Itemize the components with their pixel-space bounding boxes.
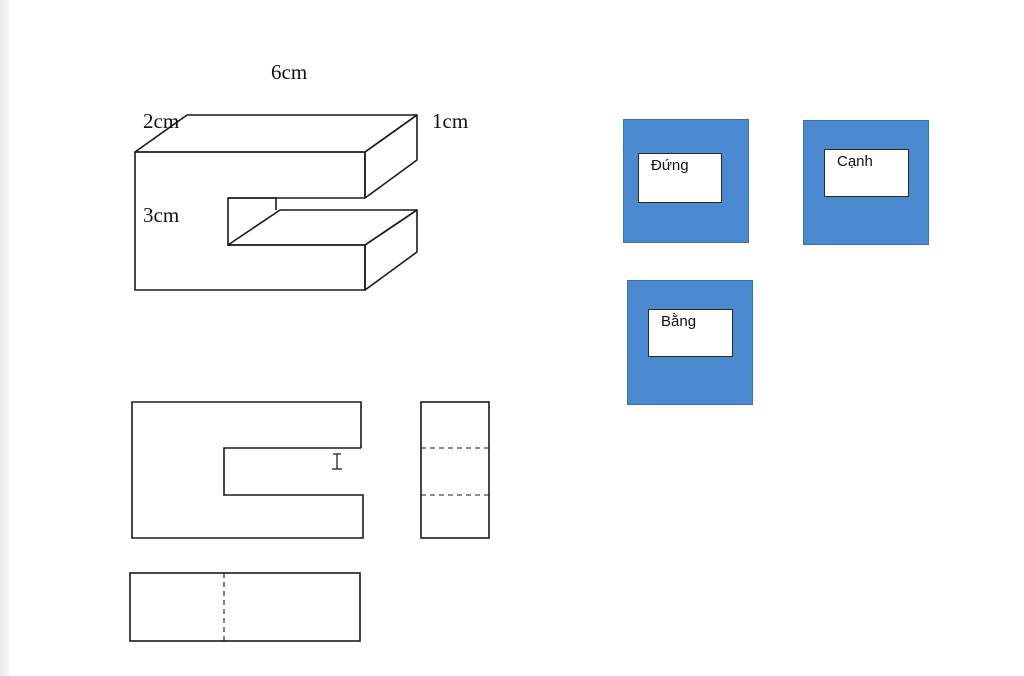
page-edge xyxy=(0,0,10,676)
side-view xyxy=(420,401,490,539)
dim-depth-left-label: 2cm xyxy=(143,109,179,133)
top-view-label[interactable]: Bằng xyxy=(648,309,733,357)
dim-depth-right-label: 1cm xyxy=(432,109,468,133)
dim-height-label: 3cm xyxy=(143,203,179,227)
dim-length-label: 6cm xyxy=(271,60,307,84)
shape-right-face-lower xyxy=(364,209,418,291)
text-cursor-icon xyxy=(332,453,342,470)
isometric-shape xyxy=(134,114,418,291)
top-view-answer-box: Bằng xyxy=(627,280,753,405)
front-view xyxy=(131,401,364,539)
top-view-outline xyxy=(129,572,361,642)
front-view-outline xyxy=(131,401,364,539)
front-view-answer-box: Đứng xyxy=(623,119,749,243)
front-view-label[interactable]: Đứng xyxy=(638,153,722,203)
shape-slot-floor xyxy=(227,209,418,246)
side-view-label[interactable]: Cạnh xyxy=(824,149,909,197)
side-view-answer-box: Cạnh xyxy=(803,120,929,245)
shape-right-face-upper xyxy=(364,114,418,199)
top-view xyxy=(129,572,361,642)
side-view-outline xyxy=(420,401,490,539)
